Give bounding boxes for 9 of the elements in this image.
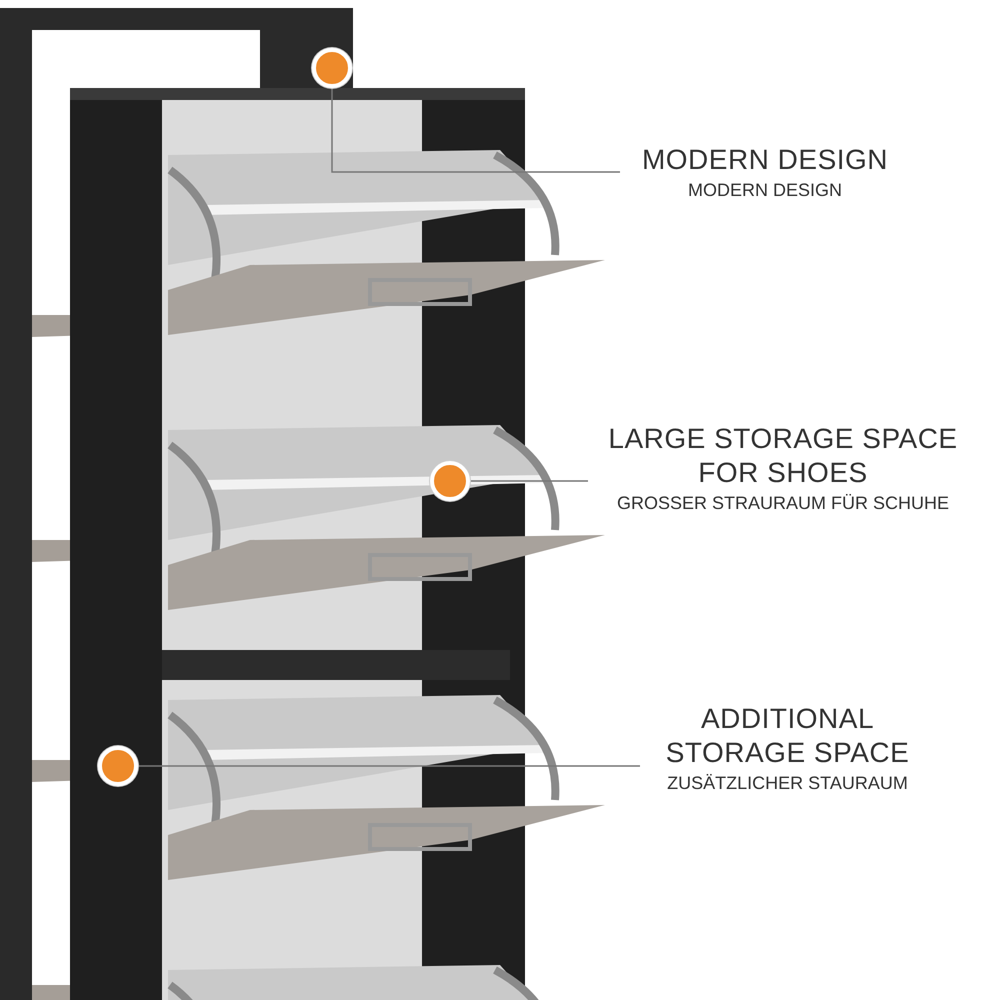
leader-line bbox=[331, 88, 620, 173]
callout-heading: MODERN DESIGN bbox=[642, 143, 888, 177]
callout-heading: LARGE STORAGE SPACE FOR SHOES bbox=[607, 422, 959, 490]
callout-heading: ADDITIONAL STORAGE SPACE bbox=[664, 702, 910, 770]
leader-line bbox=[470, 480, 588, 482]
callout-subtitle: GROSSER STRAURAUM FÜR SCHUHE bbox=[616, 492, 950, 515]
callout-subtitle: MODERN DESIGN bbox=[688, 179, 842, 202]
callout-subtitle: ZUSÄTZLICHER STAURAUM bbox=[667, 772, 908, 795]
leader-line bbox=[138, 765, 640, 767]
